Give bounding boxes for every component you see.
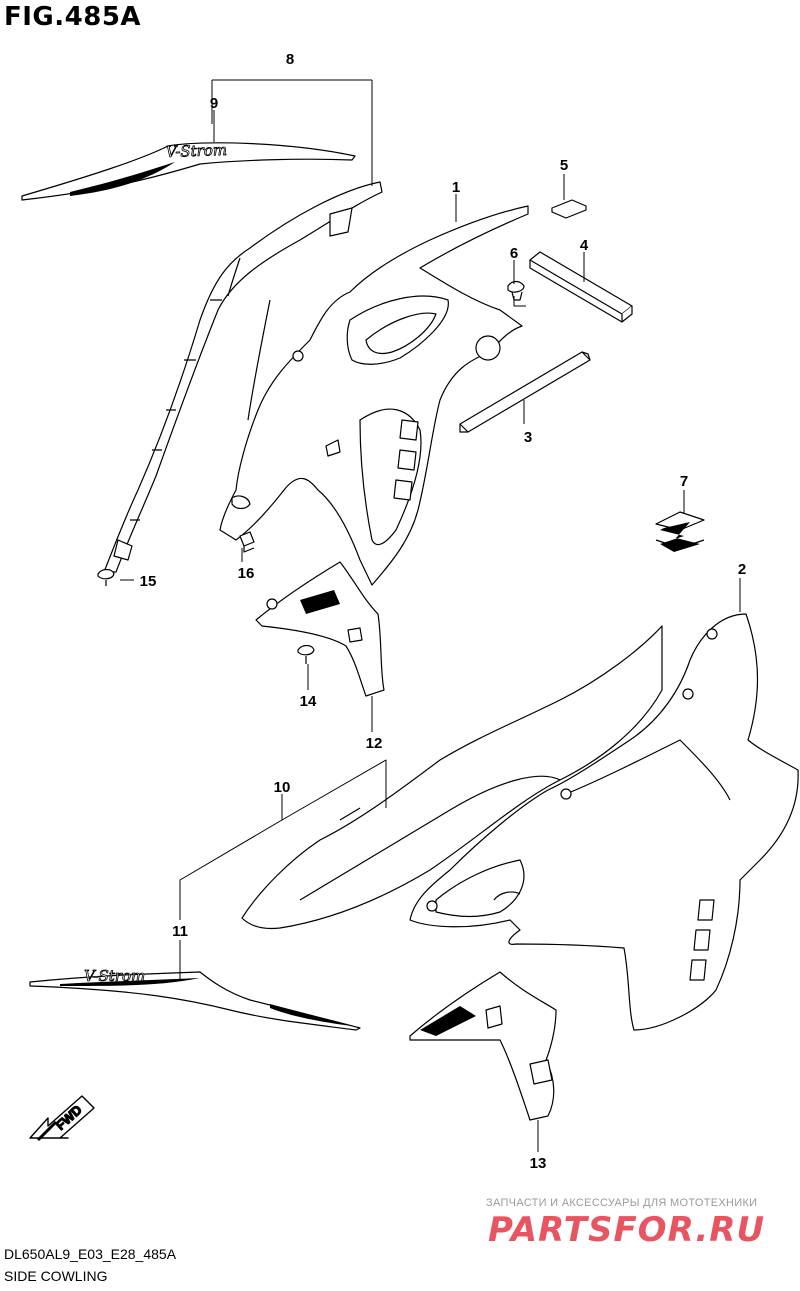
- callout-11: 11: [172, 923, 188, 940]
- part-2-outer-cowling: [409, 613, 799, 1031]
- fwd-arrow: FWD: [29, 1095, 95, 1142]
- callout-numbers: 1 2 3 4 5 6 7 8 9 10 11 12 13 14 15 16: [140, 51, 747, 1172]
- callout-12: 12: [366, 735, 383, 752]
- part-5-pad: [551, 199, 587, 219]
- callout-9: 9: [210, 95, 218, 112]
- decal-logo-upper: V-Strom: [166, 141, 228, 161]
- callout-6: 6: [510, 245, 518, 262]
- part-13-bracket: [409, 971, 557, 1121]
- watermark-tagline: ЗАПЧАСТИ И АКСЕССУАРЫ ДЛЯ МОТОТЕХНИКИ: [486, 1197, 758, 1209]
- callout-1: 1: [452, 179, 460, 196]
- leader-lines: [120, 79, 741, 1152]
- callout-10: 10: [274, 779, 291, 796]
- callout-3: 3: [524, 429, 532, 446]
- callout-2: 2: [738, 561, 746, 578]
- part-3-foam-strip: [459, 351, 591, 433]
- part-10-side-panel: [241, 625, 663, 930]
- callout-5: 5: [560, 157, 568, 174]
- callout-4: 4: [580, 237, 589, 254]
- callout-16: 16: [238, 565, 255, 582]
- part-16-nut: [239, 531, 255, 553]
- part-6-clip: [507, 280, 525, 301]
- callout-14: 14: [300, 693, 317, 710]
- callout-13: 13: [530, 1155, 547, 1172]
- part-15-screw: [97, 568, 115, 586]
- part-12-bracket: [255, 561, 385, 697]
- callout-8: 8: [286, 51, 294, 68]
- part-9-decal-upper: V-Strom: [21, 140, 356, 201]
- part-7-emblem: [655, 511, 705, 552]
- part-14-screw: [297, 644, 315, 664]
- part-4-foam-strip: [529, 251, 633, 323]
- watermark-logo: PARTSFOR.RU: [488, 1210, 766, 1250]
- model-code: DL650AL9_E03_E28_485A: [4, 1246, 177, 1262]
- callout-15: 15: [140, 573, 157, 590]
- figure-caption: SIDE COWLING: [4, 1268, 108, 1284]
- figure-title: FIG.485A: [4, 2, 142, 32]
- callout-7: 7: [680, 473, 688, 490]
- decal-logo-lower: V-Strom: [84, 967, 145, 985]
- part-11-decal-lower: V-Strom: [29, 967, 361, 1031]
- part-1-inner-cowling: [219, 205, 529, 586]
